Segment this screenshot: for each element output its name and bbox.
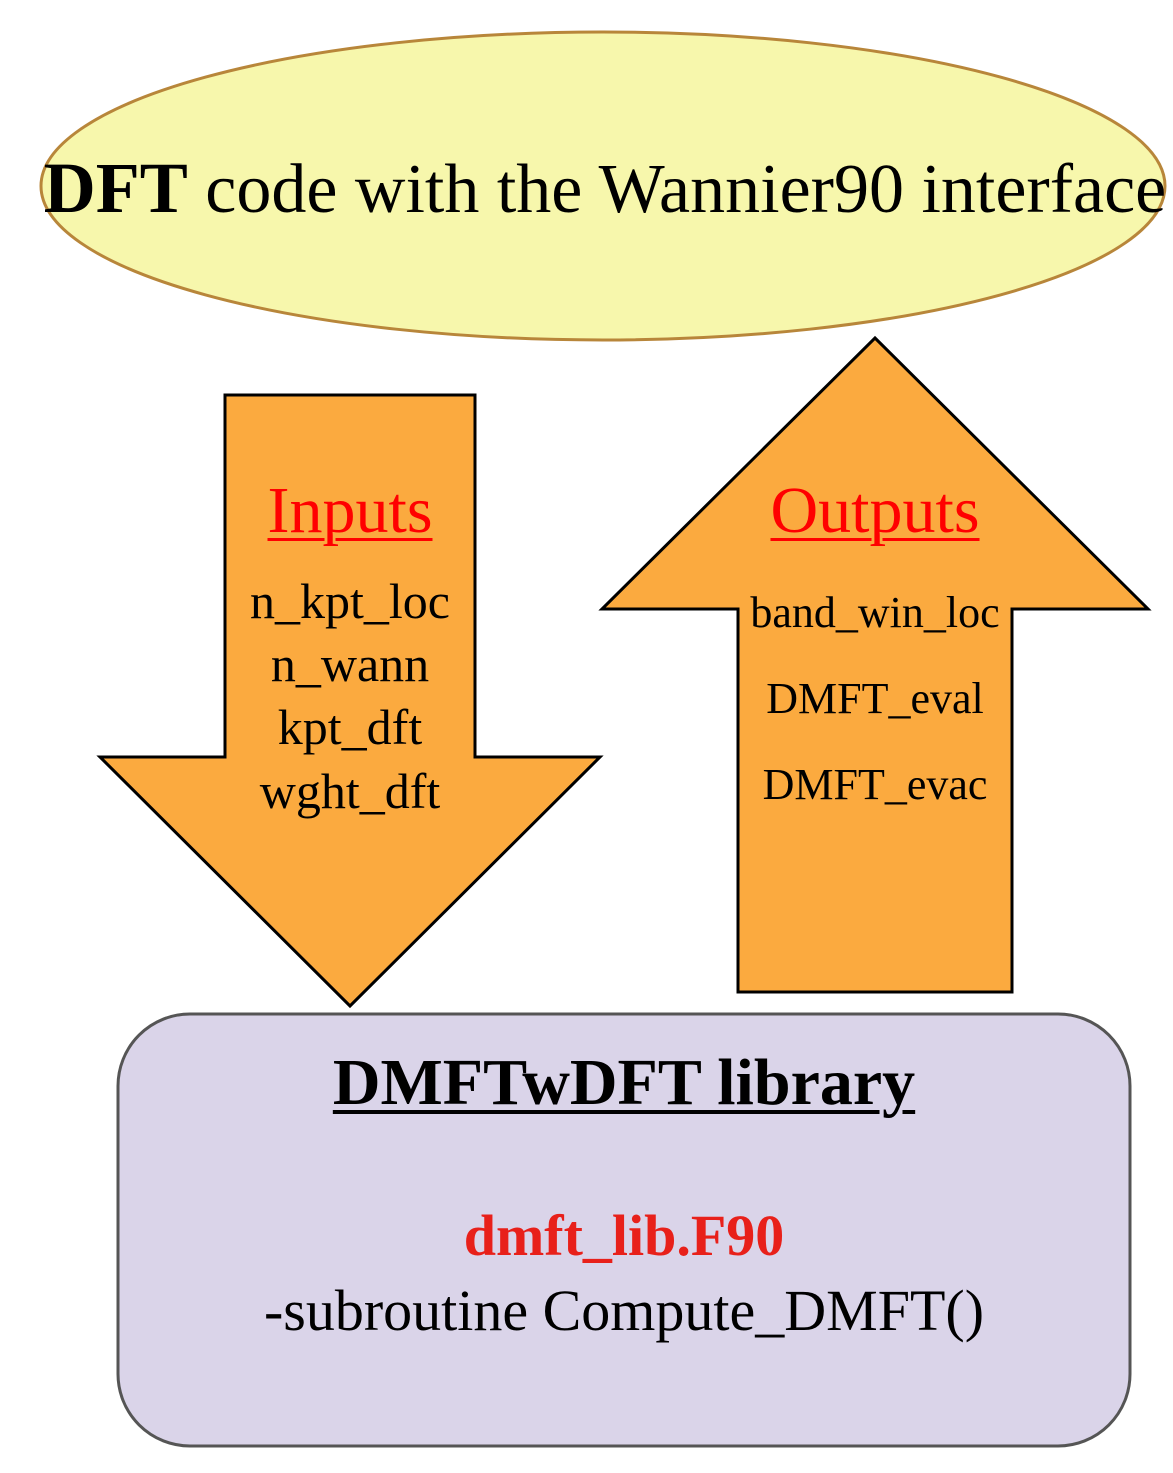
input-item: kpt_dft	[277, 699, 423, 755]
inputs-heading: Inputs	[267, 474, 433, 547]
input-item: wght_dft	[259, 763, 441, 819]
output-item: band_win_loc	[750, 588, 1000, 637]
library-subroutine: -subroutine Compute_DMFT()	[263, 1278, 985, 1343]
dft-rest-label: code with the Wannier90 interface	[187, 151, 1167, 228]
output-item: DMFT_eval	[766, 674, 984, 723]
input-item: n_kpt_loc	[250, 573, 450, 629]
inputs-arrow	[96, 393, 604, 1009]
outputs-arrow	[598, 335, 1152, 994]
library-title: DMFTwDFT library	[332, 1046, 916, 1119]
library-file-name: dmft_lib.F90	[463, 1203, 785, 1268]
dft-code-node	[39, 30, 1167, 342]
output-item: DMFT_evac	[762, 760, 988, 809]
dmftwdft-library-node	[116, 1012, 1132, 1448]
dft-code-label: DFT code with the Wannier90 interface	[40, 152, 1170, 225]
dft-bold-label: DFT	[43, 148, 188, 228]
outputs-heading: Outputs	[770, 474, 980, 547]
input-item: n_wann	[270, 636, 430, 692]
